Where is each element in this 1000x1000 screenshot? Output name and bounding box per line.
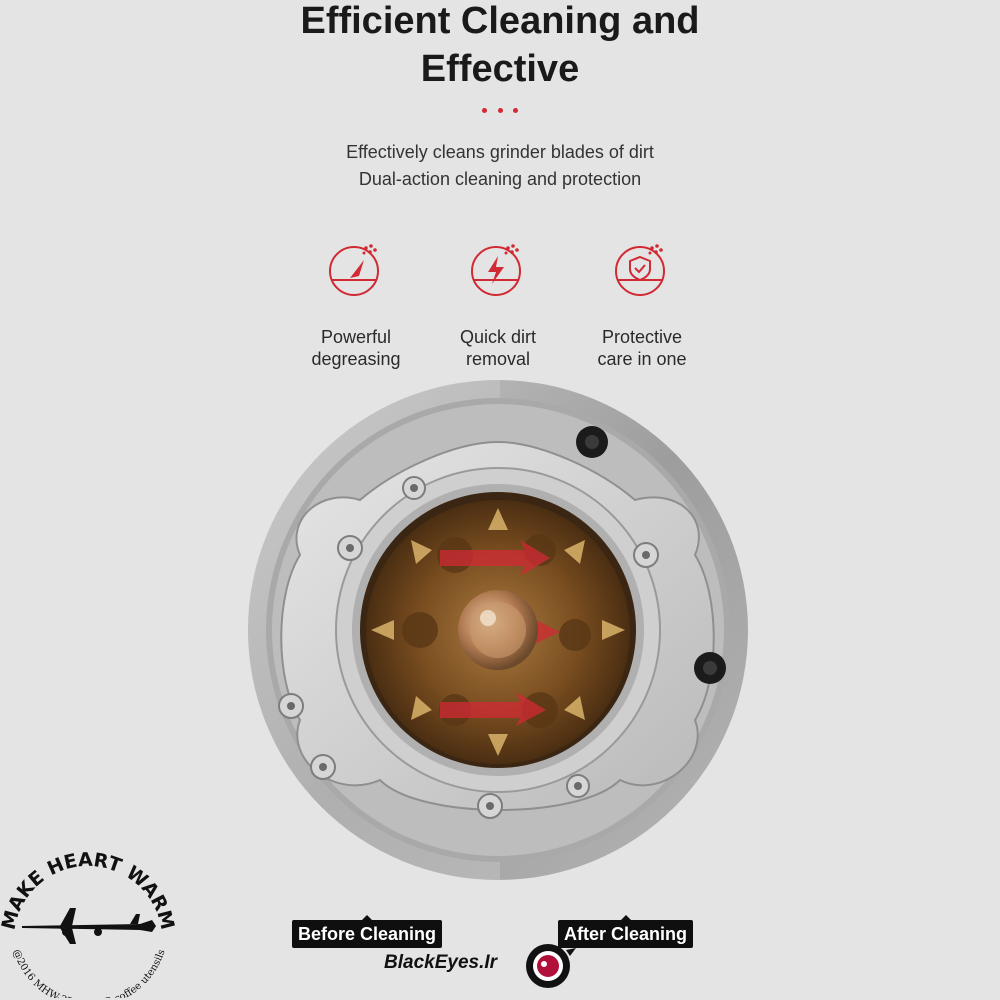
eye-logo-icon: [526, 944, 576, 988]
airplane-icon: [22, 908, 156, 944]
title-line-2: Effective: [420, 48, 580, 90]
make-heart-warm-logo: MAKE HEART WARM @2016 MHW-3BOMBER coffee…: [0, 849, 178, 998]
shield-spray-icon: [615, 244, 665, 296]
feature-degreasing: Powerful degreasing: [286, 240, 426, 370]
feature-label-line-1: Protective: [601, 327, 683, 347]
feature-label-line-1: Quick dirt: [459, 327, 537, 347]
watermark-text: BlackEyes.Ir: [384, 952, 498, 973]
feature-list: Powerful degreasing Quick dirt removal: [0, 240, 1000, 370]
grinder-burr-photo: [240, 380, 760, 900]
accent-dots: [482, 108, 518, 116]
after-cleaning-caption: After Cleaning: [558, 915, 694, 948]
checkmark-spray-icon: [329, 244, 379, 296]
feature-label-line-1: Powerful: [320, 327, 392, 347]
intro-line-2: Dual-action cleaning and protection: [358, 169, 642, 189]
feature-label-line-2: care in one: [597, 349, 687, 369]
feature-label-line-2: removal: [465, 349, 531, 369]
feature-protective-care: Protective care in one: [572, 240, 712, 370]
feature-quick-removal: Quick dirt removal: [428, 240, 568, 370]
title-line-1: Efficient Cleaning and: [300, 0, 700, 42]
svg-text:MAKE HEART WARM: MAKE HEART WARM: [0, 849, 178, 932]
feature-label-line-2: degreasing: [311, 349, 401, 369]
lightning-spray-icon: [471, 244, 521, 296]
intro-line-1: Effectively cleans grinder blades of dir…: [346, 142, 654, 162]
before-cleaning-caption: Before Cleaning: [292, 915, 443, 948]
svg-text:@2016 MHW-3BOMBER coffee utens: @2016 MHW-3BOMBER coffee utensils: [10, 948, 167, 998]
